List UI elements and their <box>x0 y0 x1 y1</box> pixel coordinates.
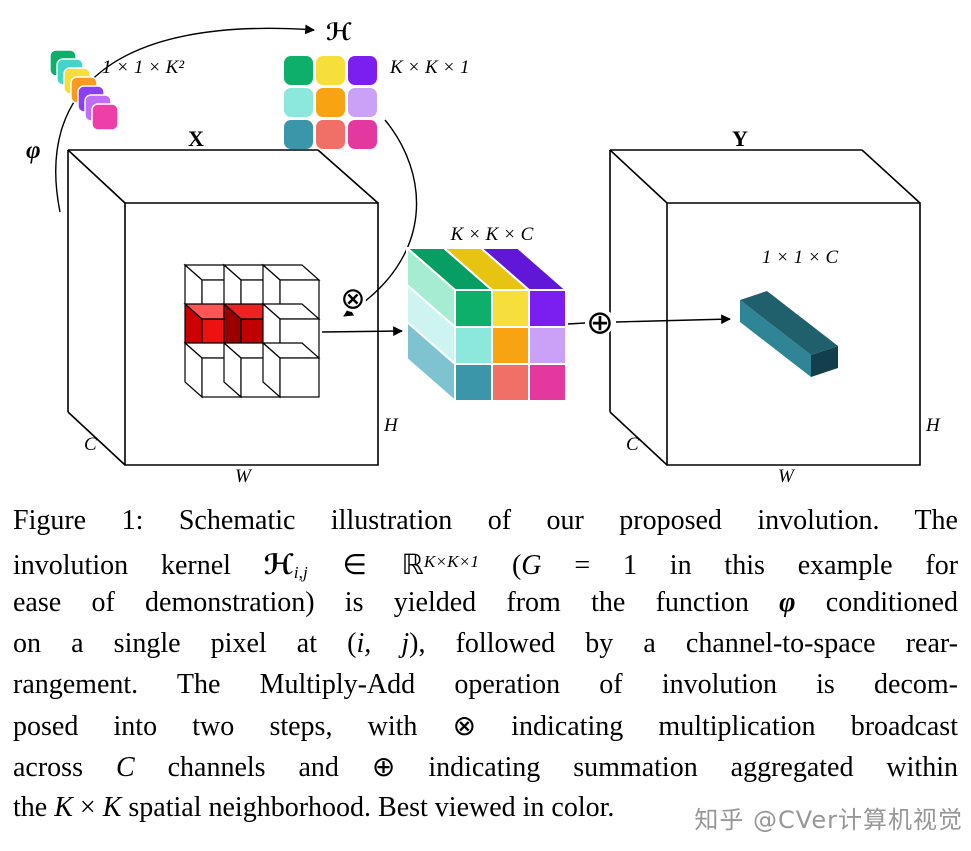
caption-line: on a single pixel at (i, j), followed by… <box>13 628 958 659</box>
x-cube-outline <box>67 149 379 466</box>
phi-kernel-stack <box>49 49 119 131</box>
kernel-cell <box>284 120 313 149</box>
receptive-field-grid <box>183 263 321 399</box>
y-cube-h-label: H <box>925 415 941 436</box>
phi-to-kernel-arrow <box>55 24 315 213</box>
grid-dims-label: K × K × 1 <box>389 57 470 78</box>
bar-side-face <box>740 300 811 377</box>
kernel-cell <box>348 56 377 85</box>
block-front-cell <box>491 326 530 365</box>
caption-line: posed into two steps, with ⊗ indicating … <box>13 709 958 742</box>
stack-dims-label: 1 × 1 × K² <box>102 57 184 78</box>
caption-line: involution kernel ℋi,j ∈ ℝK×K×1 (G = 1 i… <box>13 548 959 582</box>
block-front-cell <box>491 363 530 402</box>
kernel-name-label: ℋ <box>326 18 352 46</box>
x-cube-w-label: W <box>235 466 253 487</box>
multiply-icon: ⊗ <box>340 282 365 317</box>
y-cube-w-label: W <box>778 466 796 487</box>
input-tensor-label: X <box>188 126 204 151</box>
y-cube-c-label: C <box>626 434 639 455</box>
block-front-cell <box>528 289 567 328</box>
caption-line: across C channels and ⊕ indicating summa… <box>13 750 958 783</box>
kernel-cell <box>348 120 377 149</box>
caption-line: rangement. The Multiply-Add operation of… <box>13 669 958 700</box>
stack-cell <box>91 103 119 131</box>
figure-diagram: ⊗ ⊕ φ ℋ 1 × 1 × K² K × K × 1 K × K × C 1… <box>26 18 941 487</box>
sum-icon-bg <box>586 308 614 336</box>
sum-icon: ⊕ <box>586 303 614 342</box>
caption-line: the K × K spatial neighborhood. Best vie… <box>13 792 615 823</box>
kernel-grid <box>284 56 377 149</box>
block-front-cell <box>454 363 493 402</box>
kernel-cell <box>348 88 377 117</box>
block-front-cell <box>491 289 530 328</box>
block-front-cell <box>454 289 493 328</box>
kernel-to-patch-arrow <box>343 119 418 317</box>
figure-caption: Figure 1: Schematic illustration of our … <box>13 500 958 828</box>
watermark: 知乎 @CVer计算机视觉 <box>694 806 963 834</box>
block-front-cell <box>454 326 493 365</box>
kernel-cell <box>316 120 345 149</box>
x-cube-c-label: C <box>84 434 97 455</box>
sum-arrow <box>615 314 731 325</box>
x-cube-h-label: H <box>383 415 399 436</box>
caption-line: Figure 1: Schematic illustration of our … <box>13 505 958 536</box>
bar-end-face <box>811 346 838 377</box>
multiply-arrow <box>321 326 403 337</box>
y-cube-outline <box>609 149 921 466</box>
output-pixel-bar <box>740 291 838 377</box>
kernel-block <box>404 245 569 404</box>
patch-cell-front <box>279 357 320 398</box>
block-to-sum-line <box>567 322 586 325</box>
bar-dims-label: 1 × 1 × C <box>762 247 839 268</box>
kernel-cell <box>284 56 313 85</box>
bar-top-face <box>740 291 838 355</box>
kernel-cell <box>316 56 345 85</box>
multiply-icon-bg <box>340 286 366 312</box>
block-front-cell <box>528 326 567 365</box>
kernel-cell <box>316 88 345 117</box>
block-front-cell <box>528 363 567 402</box>
output-tensor-label: Y <box>732 126 748 151</box>
block-dims-label: K × K × C <box>450 224 534 245</box>
caption-line: ease of demonstration) is yielded from t… <box>13 587 958 618</box>
phi-label: φ <box>26 137 41 164</box>
kernel-cell <box>284 88 313 117</box>
